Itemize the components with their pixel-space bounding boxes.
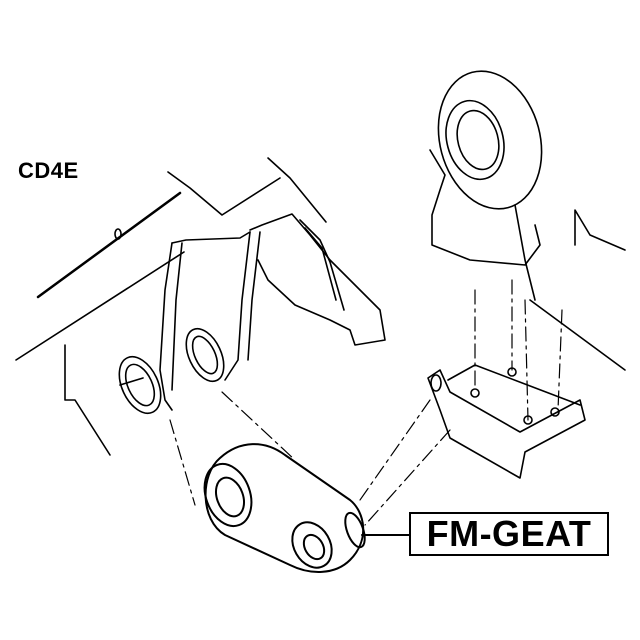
mount-plate	[427, 364, 586, 479]
assembly-centerlines	[169, 279, 563, 526]
engine-mount-part	[203, 443, 366, 573]
body-mount-bracket	[429, 70, 626, 371]
part-number-label: FM-GEAT	[409, 512, 609, 556]
engine-label: CD4E	[18, 158, 79, 183]
transmission-frame	[15, 157, 386, 456]
